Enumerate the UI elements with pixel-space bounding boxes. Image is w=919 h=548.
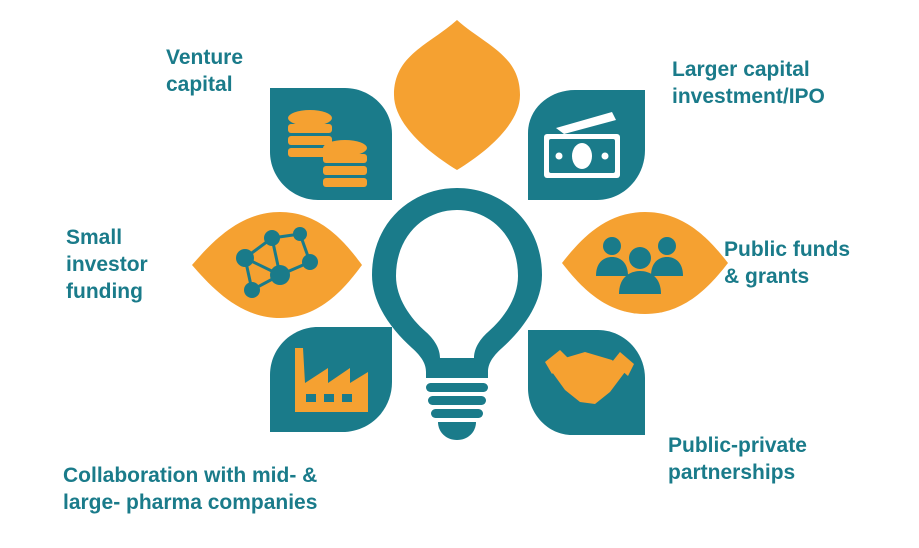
label-line: Larger capital [672,58,810,81]
label-public-private: Public-private partnerships [668,432,807,486]
petal-top-center [394,20,520,170]
label-line: investment/IPO [672,85,825,108]
coin-stacks-icon [288,110,367,187]
label-venture-capital: Venture capital [166,44,243,98]
lightbulb-icon [372,188,542,440]
petal-public-private [528,330,645,435]
petal-public-funds [562,212,728,314]
label-line: Public funds [724,238,850,261]
label-line: Public-private [668,434,807,457]
label-larger-capital: Larger capital investment/IPO [672,56,825,110]
label-line: Small [66,226,123,249]
label-line: capital [166,73,233,96]
petal-larger-capital [528,90,645,200]
banknote-icon [544,112,620,178]
label-small-investor: Small investor funding [66,224,148,305]
label-line: funding [66,280,143,303]
label-line: Collaboration with mid- & [63,464,318,487]
people-group-icon [596,237,683,294]
label-line: large- pharma companies [63,491,318,514]
label-line: investor [66,253,148,276]
label-line: & grants [724,265,810,288]
label-public-funds: Public funds & grants [724,236,850,290]
label-collaboration: Collaboration with mid- & large- pharma … [63,462,317,516]
handshake-icon [545,350,634,404]
petal-venture-capital [270,88,392,200]
label-line: Venture [166,46,244,69]
label-line: partnerships [668,461,796,484]
petal-collaboration [270,327,392,432]
petal-small-investor [192,212,362,318]
